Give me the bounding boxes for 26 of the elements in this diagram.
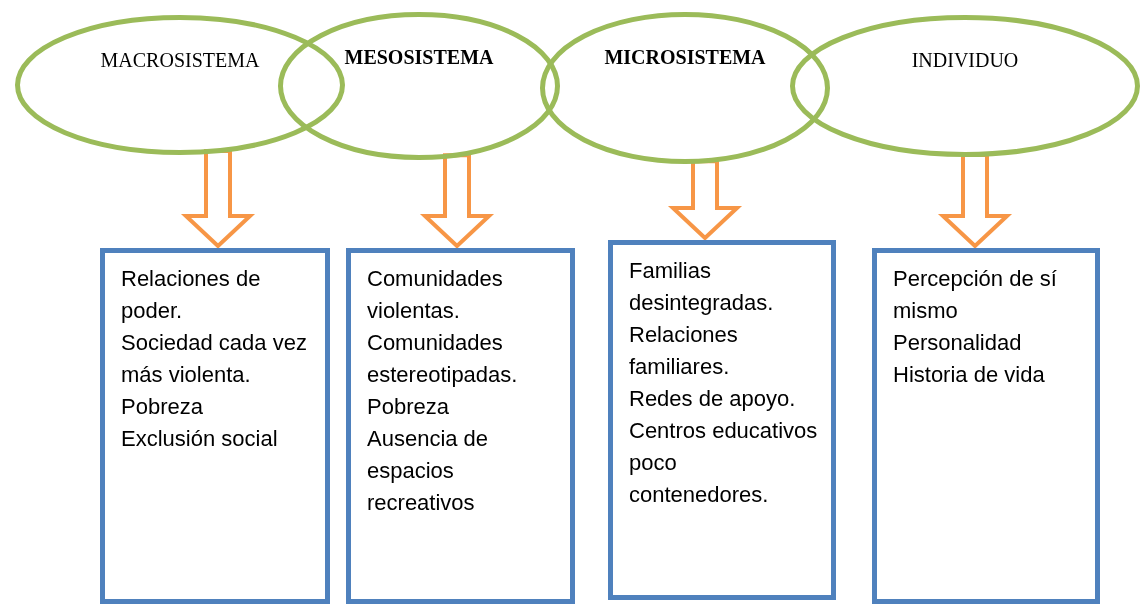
- factor-box: [872, 248, 1100, 604]
- factor-box: [100, 248, 330, 604]
- factor-text: Ausencia de espacios recreativos: [367, 425, 490, 517]
- block-arrow: [180, 149, 256, 249]
- factor-text: Sociedad cada vez más violenta.: [121, 329, 308, 389]
- system-label: INDIVIDUO: [911, 49, 1019, 72]
- factor-box: [346, 248, 575, 604]
- factor-text: Comunidades violentas.: [367, 265, 504, 325]
- system-label: MICROSISTEMA: [604, 46, 766, 69]
- block-arrow: [419, 153, 495, 249]
- factor-text: Percepción de sí mismo: [893, 265, 1058, 325]
- factor-text: Redes de apoyo.: [629, 385, 796, 413]
- system-label: MESOSISTEMA: [344, 46, 494, 69]
- factor-text: Personalidad: [893, 329, 1022, 357]
- factor-text: Exclusión social: [121, 425, 278, 453]
- system-label: MACROSISTEMA: [100, 49, 260, 72]
- factor-text: Centros educativos poco contenedores.: [629, 417, 819, 509]
- factor-box: [608, 240, 836, 600]
- factor-text: Pobreza: [121, 393, 203, 421]
- factor-text: Historia de vida: [893, 361, 1045, 389]
- factor-text: Relaciones familiares.: [629, 321, 739, 381]
- factor-text: Comunidades estereotipadas.: [367, 329, 519, 389]
- block-arrow: [667, 159, 743, 241]
- factor-text: Relaciones de poder.: [121, 265, 262, 325]
- factor-text: Familias desintegradas.: [629, 257, 775, 317]
- factor-text: Pobreza: [367, 393, 449, 421]
